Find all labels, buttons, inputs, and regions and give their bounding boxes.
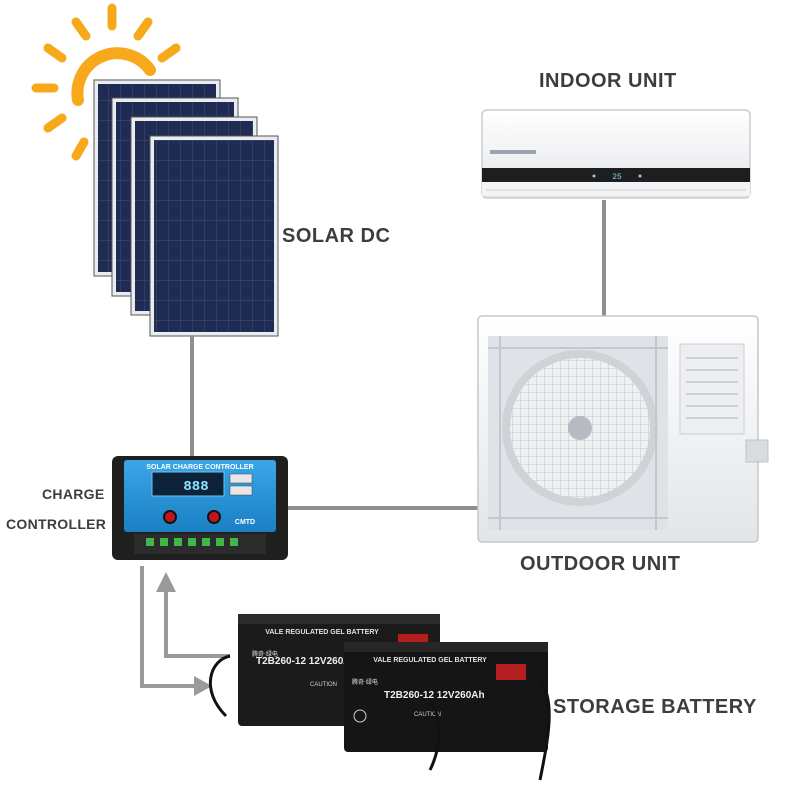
battery-top-text: VALE REGULATED GEL BATTERY	[265, 629, 379, 636]
arrow-up-icon	[156, 572, 176, 592]
arrow-icons	[156, 572, 212, 696]
battery-top-text: VALE REGULATED GEL BATTERY	[373, 657, 487, 664]
arrow-right-icon	[194, 676, 212, 696]
solar-panels	[93, 79, 279, 337]
battery-caution: CAUTION	[414, 712, 441, 718]
battery-brand: 腾奇·绿电	[352, 678, 378, 686]
indoor-unit: 25	[481, 109, 751, 199]
charge-controller-label-line1: CHARGE	[42, 486, 105, 502]
battery-brand: 腾奇·绿电	[252, 650, 278, 658]
charge-controller: SOLAR CHARGE CONTROLLER 888 CMTD	[112, 456, 288, 560]
storage-battery-label: STORAGE BATTERY	[553, 696, 757, 718]
usb-port-icon	[229, 473, 253, 496]
controller-brand: CMTD	[235, 519, 255, 526]
battery-caution: CAUTION	[310, 682, 337, 688]
solar-dc-label: SOLAR DC	[282, 225, 391, 247]
terminal-blocks	[146, 538, 238, 546]
indoor-temp-display: 25	[612, 173, 622, 182]
controller-title: SOLAR CHARGE CONTROLLER	[146, 464, 253, 471]
storage-batteries: VALE REGULATED GEL BATTERY 腾奇·绿电 T2B260-…	[208, 614, 551, 781]
solar-panel	[149, 135, 279, 337]
battery: VALE REGULATED GEL BATTERY 腾奇·绿电 T2B260-…	[344, 642, 548, 752]
battery-model: T2B260-12 12V260Ah	[384, 690, 485, 701]
sun-icon	[31, 3, 181, 161]
indoor-unit-label: INDOOR UNIT	[539, 70, 677, 92]
controller-set-button[interactable]	[207, 510, 221, 524]
outdoor-unit-label: OUTDOOR UNIT	[520, 553, 681, 575]
battery-cables	[208, 654, 551, 781]
connector-lines	[190, 200, 606, 510]
outdoor-unit	[477, 315, 769, 543]
battery-model: T2B260-12 12V260Ah	[256, 656, 357, 667]
battery-wiring	[140, 566, 230, 688]
charge-controller-label-line2: CONTROLLER	[6, 516, 107, 532]
controller-menu-button[interactable]	[163, 510, 177, 524]
controller-display: 888	[183, 479, 208, 495]
